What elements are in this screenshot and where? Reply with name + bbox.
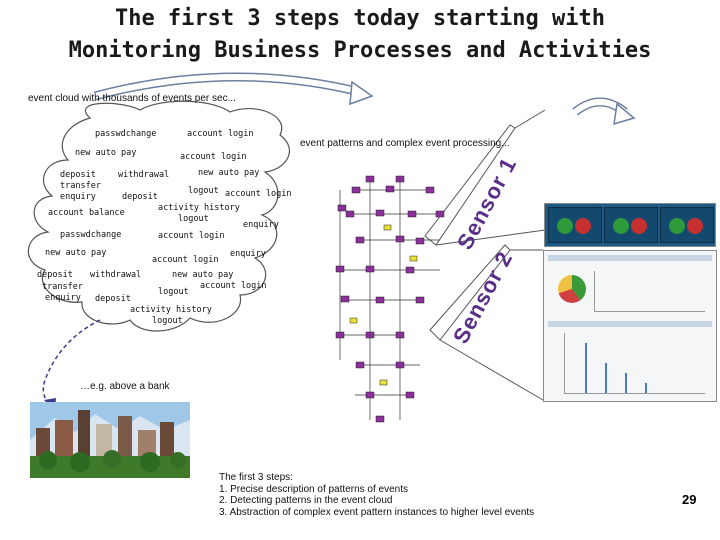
event-label: deposit <box>60 170 96 180</box>
bank-caption: …e.g. above a bank <box>80 381 170 392</box>
event-label: logout <box>188 186 219 196</box>
arrowhead-top <box>349 80 374 106</box>
event-label: enquiry <box>230 249 266 259</box>
event-label: new auto pay <box>45 248 107 258</box>
page-number: 29 <box>682 492 697 507</box>
steps-block: The first 3 steps: 1. Precise descriptio… <box>219 472 534 518</box>
event-label: deposit <box>122 192 158 202</box>
event-label: new auto pay <box>198 168 260 178</box>
sensor-1-wedge <box>424 124 516 246</box>
event-label: deposit <box>95 294 131 304</box>
event-label: deposit <box>37 270 73 280</box>
process-flow-graph <box>339 178 440 420</box>
step-item: 3. Abstraction of complex event pattern … <box>219 506 535 518</box>
arrowhead-right <box>613 102 636 126</box>
complex-event-caption: event patterns and complex event process… <box>300 138 510 149</box>
steps-heading: The first 3 steps: <box>219 472 293 483</box>
dashboard-charts <box>543 250 717 402</box>
event-label: activity history <box>158 203 240 213</box>
event-label: account login <box>200 281 267 291</box>
event-label: new auto pay <box>172 270 234 280</box>
event-label: account login <box>187 129 254 139</box>
dashboard-gauges <box>544 203 716 247</box>
process-flow-nodes <box>335 175 445 423</box>
event-label: account login <box>152 255 219 265</box>
bank-city-image <box>30 402 190 478</box>
event-cloud-shape <box>27 100 291 332</box>
event-label: transfer <box>42 282 83 292</box>
event-label: account balance <box>48 208 125 218</box>
event-label: withdrawal <box>118 170 170 180</box>
title-line-1: The first 3 steps today starting with <box>114 6 606 31</box>
event-label: transfer <box>60 181 101 191</box>
step-item: 1. Precise description of patterns of ev… <box>219 483 408 495</box>
event-label: withdrawal <box>90 270 142 280</box>
event-label: logout <box>158 287 189 297</box>
event-label: account login <box>180 152 247 162</box>
event-cloud-caption: event cloud with thousands of events per… <box>28 93 236 104</box>
event-label: activity history <box>130 305 212 315</box>
event-label: new auto pay <box>75 148 137 158</box>
event-label: enquiry <box>45 293 81 303</box>
event-label: logout <box>152 316 183 326</box>
dashed-arrow-bank <box>42 319 101 406</box>
event-label: logout <box>178 214 209 224</box>
event-label: enquiry <box>60 192 96 202</box>
event-label: passwdchange <box>95 129 157 139</box>
event-label: enquiry <box>243 220 279 230</box>
title-line-2: Monitoring Business Processes and Activi… <box>68 38 652 63</box>
step-item: 2. Detecting patterns in the event cloud <box>219 495 393 506</box>
event-label: passwdchange <box>60 230 122 240</box>
event-label: account login <box>158 231 225 241</box>
event-label: account login <box>225 189 292 199</box>
